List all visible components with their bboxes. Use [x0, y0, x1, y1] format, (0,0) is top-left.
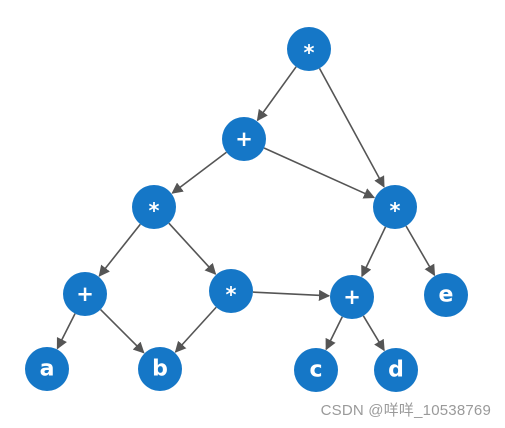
edge-mul-right-to-add-right — [361, 226, 387, 278]
edge-add-right-to-var-c — [325, 316, 343, 351]
node-circle-add-right — [330, 275, 374, 319]
node-root-mul: * — [287, 27, 331, 71]
edge-root-mul-to-add-1 — [256, 66, 297, 122]
node-circle-var-e — [424, 273, 468, 317]
node-label-root-mul: * — [304, 41, 315, 65]
node-label-add-1: + — [235, 127, 253, 151]
node-var-c: c — [294, 348, 338, 392]
node-var-e: e — [424, 273, 468, 317]
node-circle-add-left — [63, 272, 107, 316]
node-label-mul-mid: * — [226, 283, 237, 307]
node-label-mul-right: * — [390, 199, 401, 223]
node-add-1: + — [222, 117, 266, 161]
nodes-group: * + * * + * + e a b c d — [25, 27, 468, 392]
node-label-var-c: c — [309, 358, 322, 383]
edge-add-1-to-mul-right — [263, 147, 376, 199]
node-label-var-b: b — [152, 357, 168, 382]
node-mul-left: * — [132, 185, 176, 229]
node-var-b: b — [138, 347, 182, 391]
node-label-var-e: e — [439, 283, 454, 308]
node-add-left: + — [63, 272, 107, 316]
node-circle-add-1 — [222, 117, 266, 161]
node-circle-root-mul — [287, 27, 331, 71]
edge-add-left-to-var-b — [99, 308, 145, 354]
node-circle-var-b — [138, 347, 182, 391]
edge-add-1-to-mul-left — [171, 151, 227, 194]
node-circle-var-c — [294, 348, 338, 392]
edge-mul-left-to-add-left — [98, 223, 141, 277]
edge-mul-left-to-mul-mid — [168, 222, 217, 275]
node-label-add-right: + — [343, 285, 361, 309]
watermark-text: CSDN @咩咩_10538769 — [320, 402, 491, 419]
node-circle-var-a — [25, 347, 69, 391]
node-label-mul-left: * — [149, 199, 160, 223]
node-label-add-left: + — [76, 282, 94, 306]
node-mul-right: * — [373, 185, 417, 229]
edge-mul-mid-to-add-right — [252, 289, 331, 301]
edge-root-mul-to-mul-right — [318, 67, 385, 188]
node-var-a: a — [25, 347, 69, 391]
node-label-var-a: a — [40, 357, 55, 382]
edge-add-right-to-var-d — [362, 315, 385, 352]
node-add-right: + — [330, 275, 374, 319]
edge-mul-right-to-var-e — [405, 225, 436, 277]
node-circle-mul-left — [132, 185, 176, 229]
node-circle-mul-right — [373, 185, 417, 229]
node-circle-mul-mid — [209, 269, 253, 313]
node-label-var-d: d — [388, 358, 404, 383]
edges-group — [56, 66, 436, 354]
node-mul-mid: * — [209, 269, 253, 313]
node-var-d: d — [374, 348, 418, 392]
node-circle-var-d — [374, 348, 418, 392]
edge-add-left-to-var-a — [56, 313, 76, 350]
edge-mul-mid-to-var-b — [174, 306, 217, 353]
